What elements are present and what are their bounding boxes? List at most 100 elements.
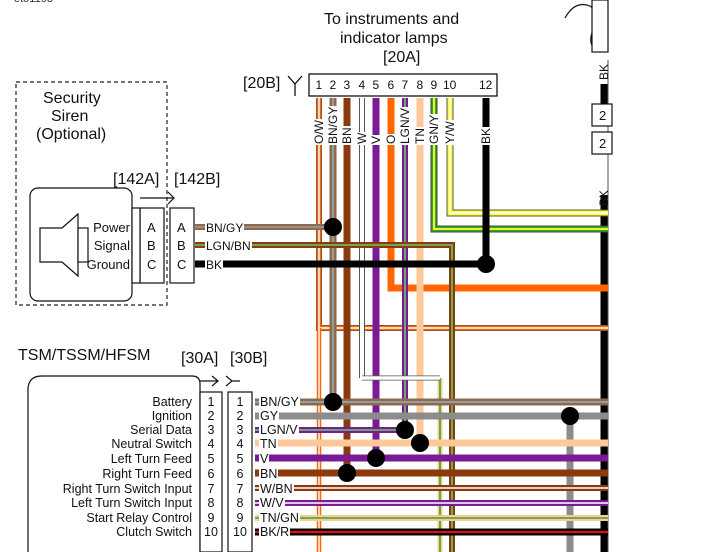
tsm-pin-label: 8 xyxy=(207,496,215,510)
siren-pin-label: B xyxy=(147,238,156,253)
right-edge-pin-upper: 2 xyxy=(599,108,607,123)
connector-20-pin: 7 xyxy=(401,78,409,92)
tsm-wire-label: LGN/V xyxy=(259,422,299,437)
connector-142a-label: [142A] xyxy=(113,171,160,188)
tsm-function-label: Left Turn Feed xyxy=(110,452,192,466)
tsm-title: TSM/TSSM/HFSM xyxy=(18,347,151,364)
connector-20-wire-label: GN/Y xyxy=(427,113,441,145)
splice-dot xyxy=(561,407,579,425)
siren-dashed-outline xyxy=(15,81,168,306)
siren-speaker-icon xyxy=(39,212,79,278)
instruments-title-line1: To instruments and xyxy=(324,11,460,28)
tsm-function-label: Right Turn Switch Input xyxy=(62,482,192,496)
siren-title-line2: Siren xyxy=(51,108,89,125)
tsm-pin-label: 9 xyxy=(207,511,215,525)
right-edge-pin-lower: 2 xyxy=(599,136,607,151)
tsm-function-label: Neutral Switch xyxy=(111,437,192,451)
tsm-pin-label: 2 xyxy=(236,409,244,423)
tsm-pin-label: 6 xyxy=(236,467,244,481)
security-siren xyxy=(15,81,195,306)
tsm-pin-label: 5 xyxy=(207,452,215,466)
tsm-function-label: Clutch Switch xyxy=(116,525,192,539)
connector-20-pin: 4 xyxy=(358,78,366,92)
tsm-wire-label: TN xyxy=(259,436,278,451)
splice-dot xyxy=(338,464,356,482)
tsm-wire-label: BN xyxy=(259,466,279,481)
siren-connector-142b xyxy=(169,207,195,284)
connector-20-wire-label: O/W xyxy=(312,119,326,145)
connector-20-pin: 5 xyxy=(372,78,380,92)
connector-20-wire-label: O xyxy=(384,133,398,145)
right-edge-wire-bottom: BK xyxy=(597,189,611,206)
tsm-pin-label: 6 xyxy=(207,467,215,481)
siren-wire-label: LGN/BN xyxy=(205,239,252,253)
tsm-pin-label: 7 xyxy=(207,482,215,496)
tsm-pin-label: 9 xyxy=(236,511,244,525)
siren-pin-label: A xyxy=(147,220,156,235)
connector-20-pin: 9 xyxy=(430,78,438,92)
siren-pin-label: B xyxy=(177,238,186,253)
splice-dot xyxy=(324,218,342,236)
tsm-function-label: Right Turn Feed xyxy=(102,467,192,481)
connector-20-pin: 10 xyxy=(443,78,457,92)
tsm-pin-label: 1 xyxy=(207,395,215,409)
connector-20-wire-label: V xyxy=(369,134,383,145)
connector-30a-label: [30A] xyxy=(181,350,219,367)
splice-dot xyxy=(396,421,414,439)
splice-dot xyxy=(367,449,385,467)
tsm-pin-label: 7 xyxy=(236,482,244,496)
connector-20-pin: 6 xyxy=(387,78,395,92)
right-edge-pin-box xyxy=(591,131,613,155)
connector-20-wire-label: TN xyxy=(413,127,427,145)
tsm-function-label: Ignition xyxy=(151,409,192,423)
tsm-pin-label: 5 xyxy=(236,452,244,466)
siren-wire-label: BN/GY xyxy=(205,221,245,235)
connector-142b-label: [142B] xyxy=(174,171,221,188)
connector-20-wire-label: BN xyxy=(340,126,354,145)
connector-20a-label: [20A] xyxy=(383,49,421,66)
tsm-module xyxy=(27,375,253,552)
wire-y-w xyxy=(446,98,608,217)
siren-signal-label: Ground xyxy=(86,257,130,272)
tsm-pin-label: 2 xyxy=(207,409,215,423)
tsm-pin-label: 10 xyxy=(204,525,218,539)
tsm-function-label: Start Relay Control xyxy=(86,511,192,525)
connector-20-pin: 2 xyxy=(329,78,337,92)
tsm-wire-label: BK/R xyxy=(259,524,291,539)
connector-20b-label: [20B] xyxy=(243,75,281,92)
siren-connector-142a xyxy=(139,207,165,284)
connector-20-pin: 8 xyxy=(416,78,424,92)
instruments-title-line2: indicator lamps xyxy=(340,30,448,47)
tsm-wire-label: TN/GN xyxy=(259,510,300,525)
tsm-function-label: Battery xyxy=(152,395,192,409)
splice-points xyxy=(324,218,579,482)
connector-20-pin: 12 xyxy=(479,78,493,92)
tsm-connector-30a xyxy=(199,391,223,552)
splice-dot xyxy=(324,393,342,411)
connector-20-wire-label: BK xyxy=(479,126,493,145)
connector-20-pin: 1 xyxy=(315,78,323,92)
siren-signal-label: Signal xyxy=(93,238,130,253)
wire-o xyxy=(387,98,608,292)
tsm-module-body xyxy=(27,375,201,552)
right-edge-wire-top: BK xyxy=(597,63,611,80)
tsm-connector-30b xyxy=(227,391,253,552)
tsm-function-label: Serial Data xyxy=(130,423,192,437)
connector-20b-symbol xyxy=(287,75,303,96)
tsm-pin-label: 4 xyxy=(207,437,215,451)
tsm-wire-label: V xyxy=(259,451,270,466)
tsm-pin-label: 10 xyxy=(233,525,247,539)
connector-20-pin: 3 xyxy=(343,78,351,92)
wire-gn-y xyxy=(430,98,608,233)
connector-20a-body xyxy=(308,73,498,97)
tsm-pin-label: 8 xyxy=(236,496,244,510)
tsm-pin-label: 3 xyxy=(207,423,215,437)
siren-wire-label: BK xyxy=(205,258,224,272)
connector-20-wire-label: W xyxy=(355,131,369,145)
siren-title-line1: Security xyxy=(43,90,101,107)
splice-dot xyxy=(477,255,495,273)
connector-20-wire-label: Y/W xyxy=(443,120,457,145)
tsm-pin-label: 1 xyxy=(236,395,244,409)
tsm-pin-label: 3 xyxy=(236,423,244,437)
siren-pin-label: A xyxy=(177,220,186,235)
